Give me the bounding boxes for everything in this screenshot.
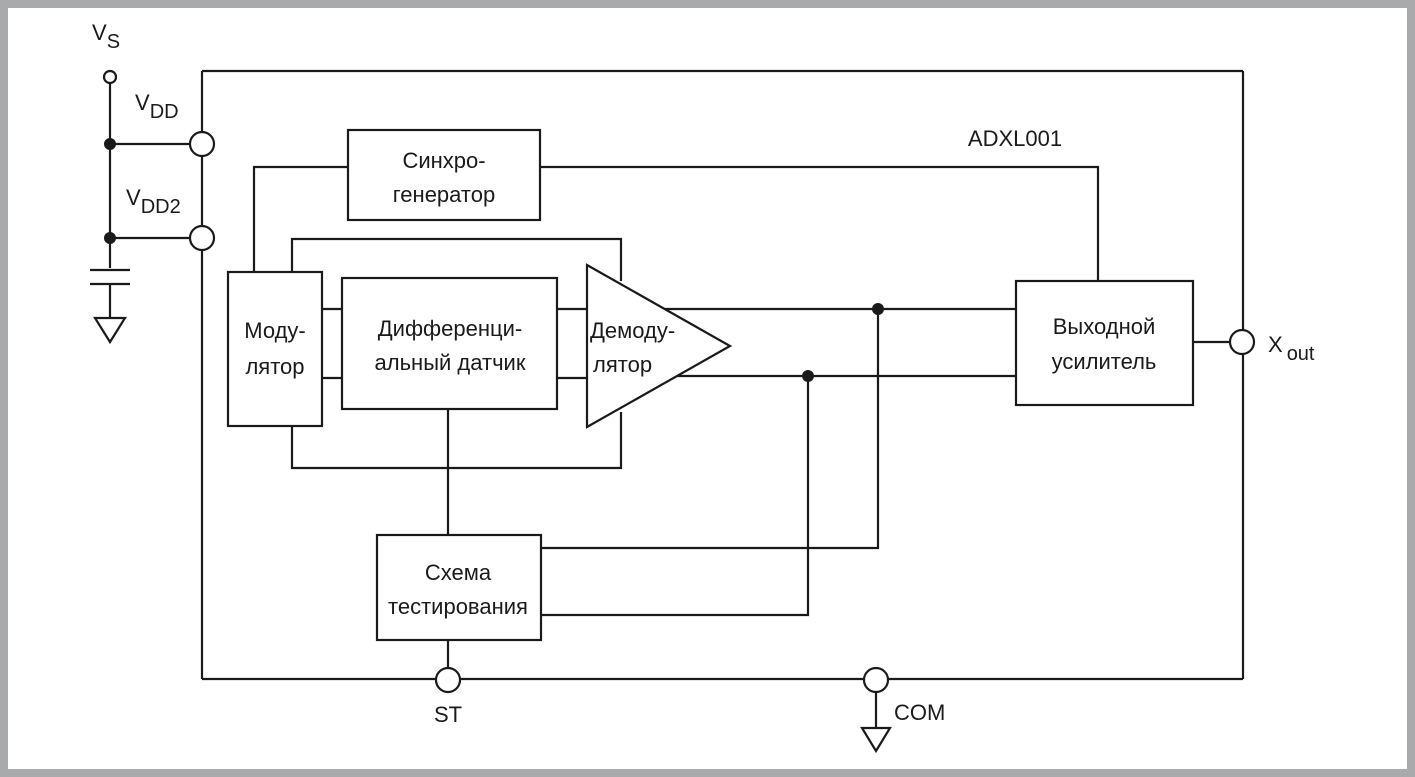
modulator-label-2: лятор xyxy=(245,354,304,379)
st-pin xyxy=(434,666,462,694)
modulator-label-1: Моду- xyxy=(244,318,306,343)
ground-icon xyxy=(93,316,127,345)
vs-label: VS xyxy=(92,20,120,53)
com-ground-icon xyxy=(860,726,892,754)
test-circuit-block: Схема тестирования xyxy=(375,533,543,642)
com-label: COM xyxy=(894,700,945,725)
st-label: ST xyxy=(434,702,462,727)
diff-sensor-label-2: альный датчик xyxy=(375,350,526,375)
vdd2-label: VDD2 xyxy=(126,185,181,218)
demodulator-label-1: Демоду- xyxy=(590,318,675,343)
output-amp-block: Выходной усилитель xyxy=(1014,279,1195,407)
supply-network xyxy=(90,69,190,345)
demodulator-label-2: лятор xyxy=(593,352,652,377)
diff-sensor-block: Дифференци- альный датчик xyxy=(340,276,559,411)
internal-wiring xyxy=(252,165,1230,668)
vdd-label: VDD xyxy=(135,90,179,123)
sync-generator-label-1: Синхро- xyxy=(402,148,485,173)
vdd2-junction xyxy=(104,232,116,244)
vs-terminal xyxy=(102,69,118,85)
chip-outline xyxy=(200,69,1245,681)
chip-name-label: ADXL001 xyxy=(968,126,1062,151)
vdd-junction xyxy=(104,138,116,150)
com-pin xyxy=(862,666,890,694)
demodulator-block: Демоду- лятор xyxy=(585,263,733,429)
test-circuit-label-1: Схема xyxy=(425,560,492,585)
test-circuit-label-2: тестирования xyxy=(388,594,528,619)
xout-pin xyxy=(1228,328,1256,356)
decoupling-capacitor xyxy=(90,268,130,318)
vdd-pin xyxy=(188,130,216,158)
output-amp-label-1: Выходной xyxy=(1053,314,1156,339)
modulator-block: Моду- лятор xyxy=(226,270,324,428)
diff-sensor-label-1: Дифференци- xyxy=(378,316,522,341)
sync-generator-label-2: генератор xyxy=(393,182,495,207)
diagram-frame xyxy=(8,8,1407,769)
vdd2-pin xyxy=(188,224,216,252)
sync-generator-block: Синхро- генератор xyxy=(346,128,542,222)
output-amp-label-2: усилитель xyxy=(1052,349,1157,374)
